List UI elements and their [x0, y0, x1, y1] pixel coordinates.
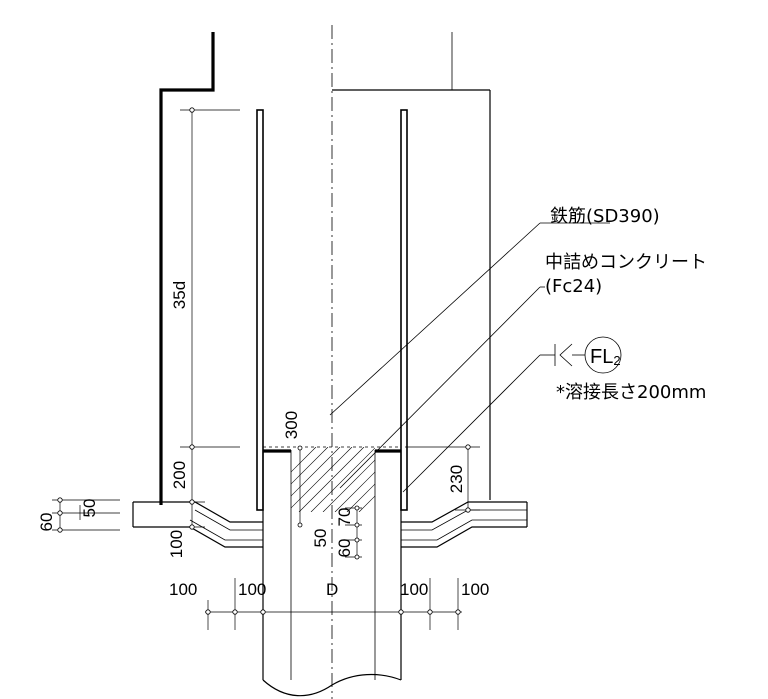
steel-pipe: [262, 449, 402, 697]
infill-concrete-hatch: [263, 446, 401, 512]
dim-bottom-100-b: 100: [238, 580, 266, 599]
dim-bottom-100-d: 100: [461, 580, 489, 599]
dim-bottom-D: D: [326, 580, 338, 599]
dimension-60-50: [52, 497, 120, 533]
column-outline: [159, 32, 491, 505]
rebar: [256, 109, 408, 511]
dim-60: 60: [37, 513, 56, 532]
footing-base-lines: [132, 501, 528, 548]
rebar-label: 鉄筋(SD390): [550, 206, 660, 227]
dim-bottom-100-a: 100: [169, 580, 197, 599]
dim-50: 50: [80, 499, 99, 518]
weld-symbol-text: FL2: [590, 346, 621, 368]
dim-bottom-100-c: 100: [400, 580, 428, 599]
dim-300: 300: [282, 411, 301, 439]
dimension-230: [405, 444, 480, 513]
dimension-chain-bottom: [205, 578, 462, 630]
dim-200: 200: [170, 461, 189, 489]
weld-symbol: FL2: [554, 336, 622, 374]
dim-35d: 35d: [170, 281, 189, 309]
weld-length-note: *溶接長さ200mm: [556, 382, 706, 403]
dim-small-70: 70: [335, 508, 354, 527]
dim-small-50: 50: [311, 529, 330, 548]
dimension-inner-small: [297, 445, 362, 560]
infill-label-line2: (Fc24): [545, 276, 602, 297]
dim-100-vertical: 100: [167, 530, 186, 558]
dim-230: 230: [447, 465, 466, 493]
leader-lines: [329, 222, 610, 493]
infill-label-line1: 中詰めコンクリート: [545, 252, 707, 273]
dim-small-60: 60: [335, 539, 354, 558]
dimension-chain-left: [180, 107, 240, 530]
